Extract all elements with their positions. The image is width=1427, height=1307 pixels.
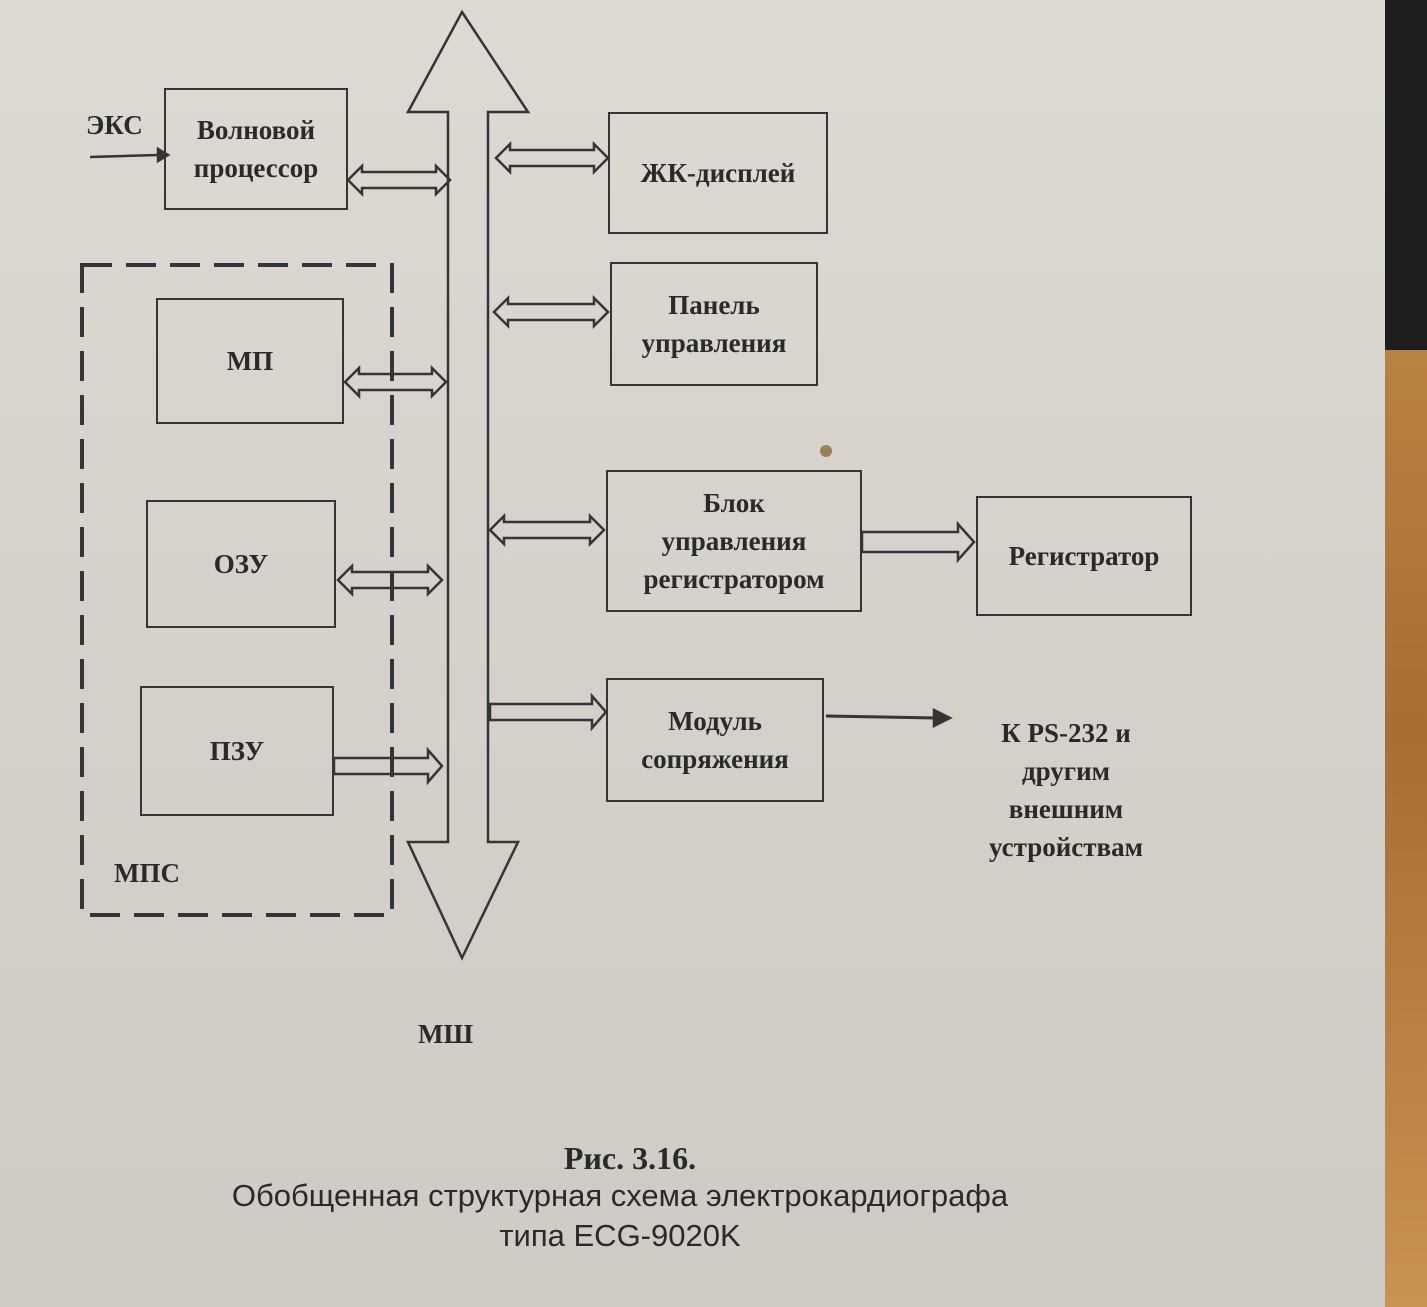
lcd-block: ЖК-дисплей bbox=[608, 112, 828, 234]
mps-dashed-frame bbox=[80, 263, 394, 917]
arrow-pzu-bus bbox=[332, 746, 444, 786]
arrow-bus-interface bbox=[488, 692, 608, 732]
arrow-wave-bus bbox=[346, 162, 452, 198]
ozu-block: ОЗУ bbox=[146, 500, 336, 628]
main-bus-arrow bbox=[405, 9, 531, 961]
bus-label: МШ bbox=[418, 1019, 474, 1049]
arrow-bus-panel bbox=[492, 294, 610, 330]
pzu-block: ПЗУ bbox=[140, 686, 334, 816]
figure-caption-line2: типа ECG-9020K bbox=[499, 1218, 741, 1253]
control-panel-block: Панель управления bbox=[610, 262, 818, 386]
arrow-bus-recorder-control bbox=[488, 512, 606, 548]
background-dark-edge bbox=[1385, 0, 1427, 350]
arrow-recorder bbox=[860, 520, 976, 564]
arrow-mp-bus bbox=[343, 364, 448, 400]
recorder-block: Регистратор bbox=[976, 496, 1192, 616]
ink-spot bbox=[820, 445, 832, 457]
arrow-ozu-bus bbox=[336, 562, 444, 598]
ecs-input-label: ЭКС bbox=[86, 110, 143, 140]
mps-group-label: МПС bbox=[114, 858, 180, 888]
figure-caption-line1: Обобщенная структурная схема электрокард… bbox=[231, 1178, 1009, 1213]
mp-block: МП bbox=[156, 298, 344, 424]
external-output-label: К PS-232 и другим внешним устройствам bbox=[988, 718, 1144, 862]
background-wood-edge bbox=[1385, 350, 1427, 1307]
arrow-bus-lcd bbox=[494, 140, 610, 176]
recorder-control-block: Блок управления регистратором bbox=[606, 470, 862, 612]
interface-module-block: Модуль сопряжения bbox=[606, 678, 824, 802]
wave-processor-block: Волновой процессор bbox=[164, 88, 348, 210]
book-page bbox=[0, 0, 1385, 1307]
figure-number: Рис. 3.16. bbox=[563, 1140, 697, 1176]
